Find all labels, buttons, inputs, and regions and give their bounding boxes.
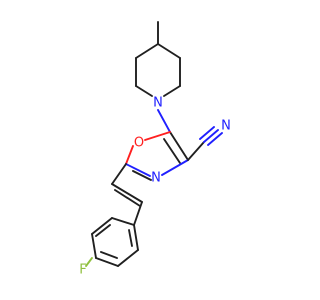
bond-ar-5 xyxy=(117,249,139,267)
bond-vinyl2-aryl xyxy=(133,201,143,226)
bond-cn-triple-c xyxy=(207,132,223,146)
bond-ar-2-double xyxy=(95,224,111,237)
bond-pip-1 xyxy=(157,43,181,59)
bond-ar-6-double xyxy=(128,229,133,247)
atom-labels-layer: N O N N F xyxy=(79,96,231,278)
bond-c4-cn xyxy=(187,141,205,161)
bond-vinyl-double xyxy=(114,189,141,207)
bond-cn-triple-b xyxy=(199,126,215,140)
bond-ar-1 xyxy=(111,217,135,226)
atom-o-oxazole: O xyxy=(134,136,144,151)
atom-n-piperidine: N xyxy=(153,96,163,111)
bond-ar-6 xyxy=(133,224,139,251)
bond-c2-vinyl1 xyxy=(111,163,127,185)
bond-layer xyxy=(85,21,223,267)
bond-c5-c4 xyxy=(169,131,189,161)
bond-n-c4 xyxy=(161,159,189,176)
molecule-diagram: N O N N F xyxy=(79,21,231,278)
bond-cn-triple-a xyxy=(203,129,219,143)
bond-c5-o xyxy=(144,131,171,141)
bond-vinyl xyxy=(111,183,143,203)
bond-pip-4 xyxy=(135,85,153,97)
bond-ar-4-double xyxy=(100,251,118,259)
bond-n-c5 xyxy=(157,109,171,133)
atom-n-oxazole: N xyxy=(151,171,161,186)
bond-pip-3 xyxy=(163,85,181,97)
atom-n-nitrile: N xyxy=(221,119,231,134)
bond-c2-n-double xyxy=(132,170,152,181)
bond-pip-6 xyxy=(135,43,159,59)
atom-f: F xyxy=(79,263,86,278)
structure-canvas: N O N N F xyxy=(79,21,231,278)
bond-ar-4 xyxy=(95,257,119,267)
bond-ar-3 xyxy=(91,233,97,259)
bond-c5-c4-double xyxy=(163,138,181,164)
bond-ar-2 xyxy=(91,217,113,235)
bond-o-c2 xyxy=(125,145,134,165)
bond-c2-n xyxy=(125,163,151,177)
bond-ar-f xyxy=(85,257,93,267)
